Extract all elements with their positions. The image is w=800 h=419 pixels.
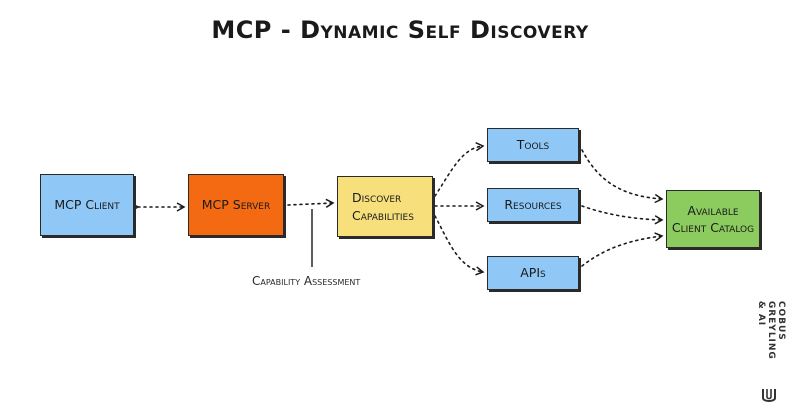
mcp-client-node: MCP Client — [40, 174, 134, 236]
catalog-label-line2: Client Catalog — [671, 220, 755, 235]
mcp-server-node: MCP Server — [188, 174, 284, 236]
brand-watermark: COBUS GREYLING & AI — [756, 296, 786, 408]
apis-catalog-arrow — [581, 232, 664, 267]
discover-label-line1: Discover — [352, 190, 402, 205]
brand-line2: & AI — [756, 300, 767, 327]
apis-node: APIs — [487, 256, 579, 290]
brand-line1: COBUS GREYLING — [765, 300, 786, 360]
server-discover-arrow — [287, 198, 335, 208]
diagram-title: MCP - Dynamic Self Discovery — [211, 16, 589, 44]
discover-apis-arrow — [434, 215, 485, 276]
client-catalog-node: Available Client Catalog — [666, 190, 760, 248]
mcp-server-label: MCP Server — [201, 197, 271, 213]
resources-node: Resources — [487, 188, 579, 222]
mcp-client-label: MCP Client — [54, 197, 120, 213]
apis-label: APIs — [520, 265, 546, 281]
brand-logo-icon — [762, 389, 776, 402]
resources-catalog-arrow — [581, 205, 664, 225]
tools-catalog-arrow — [581, 149, 664, 204]
tools-label: Tools — [516, 137, 550, 153]
catalog-label-line1: Available — [687, 202, 739, 218]
tools-node: Tools — [487, 128, 579, 162]
discover-label-line2: Capabilities — [352, 207, 414, 223]
discover-tools-arrow — [434, 142, 485, 197]
discover-capabilities-node: Discover Capabilities — [337, 176, 433, 237]
resources-label: Resources — [504, 197, 562, 213]
brand-text: COBUS GREYLING & AI — [755, 300, 786, 401]
capability-assessment-annotation: Capability Assessment — [252, 274, 361, 288]
